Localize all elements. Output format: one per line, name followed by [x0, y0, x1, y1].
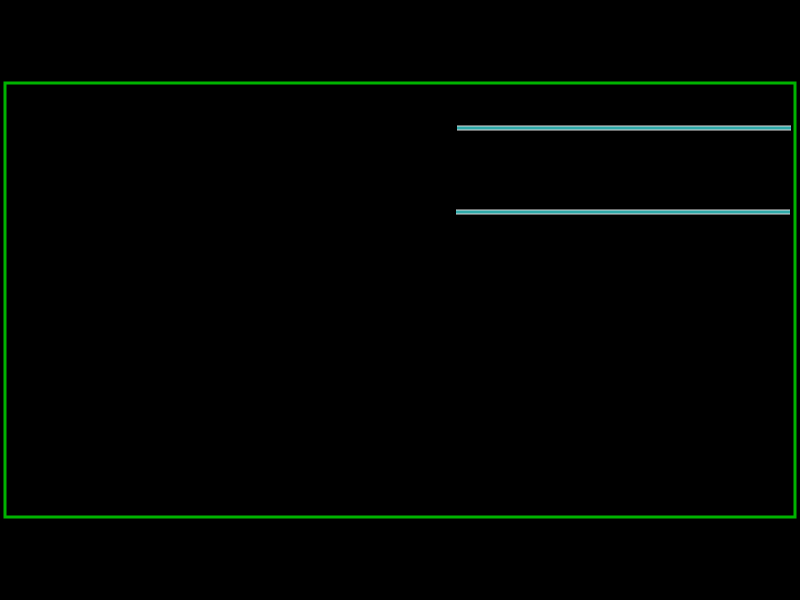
- green-outline-rectangle: [3, 81, 797, 519]
